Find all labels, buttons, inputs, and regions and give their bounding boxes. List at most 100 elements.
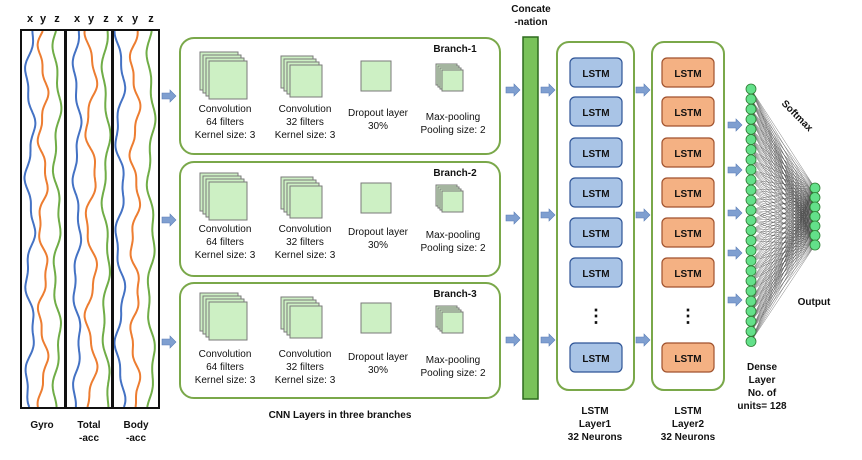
lstm2-cell-1 [661,57,715,88]
dense-link-10-1 [750,189,816,198]
dense-link-5-2 [750,139,816,208]
dense-link-12-4 [750,210,816,227]
branch-1-conv2-line1: Convolution [279,104,332,115]
dense-link-17-2 [750,206,816,261]
lstm2-cell-label-7: LSTM [674,354,701,365]
lstm1-cell-label-6: LSTM [582,269,609,280]
to-lstm1-arrow-1 [540,83,556,97]
lstm2-cell-label-3: LSTM [674,149,701,160]
output-neuron-5 [809,230,821,241]
branch-3-conv2-line2: 32 filters [286,362,324,373]
to-dense-arrow-1 [727,118,743,132]
branch-3-dropout-line1: Dropout layer [348,352,409,363]
dense-link-9-1 [750,179,816,198]
lstm1-cell-7 [569,342,623,373]
dense-link-10-2 [750,189,816,208]
dense-link-17-1 [750,197,816,261]
output-label: Output [798,297,831,308]
concat-label-1: Concate [511,4,551,15]
dense-neuron-7 [745,154,757,166]
branch-3-maxpool-line2: Pooling size: 2 [420,368,485,379]
dense-link-0-0 [750,88,816,189]
branch-2-dropout-block [360,182,392,214]
lstm1-cell-label-2: LSTM [582,108,609,119]
dense-link-15-5 [750,235,816,241]
signal-wave-7 [128,31,142,408]
dense-link-17-6 [750,244,816,261]
to-dense-arrow-3 [727,206,743,220]
branch-1-dropout-block [360,60,392,92]
lstm2-cell-3 [661,137,715,168]
dense-link-12-3 [750,210,816,217]
dense-caption-2: Layer [749,375,776,386]
branch-2-dropout-line1: Dropout layer [348,227,409,238]
dense-neuron-19 [745,275,757,287]
branch-1-maxpool-stack-map-3 [441,69,464,92]
lstm2-cell-7 [661,342,715,373]
branch-1-conv2-stack-map-3 [289,64,323,98]
dense-neuron-6 [745,144,757,156]
dense-link-14-5 [750,230,816,236]
branch-2-conv2-line1: Convolution [279,224,332,235]
lstm2-cell-label-1: LSTM [674,69,701,80]
signal-wave-6 [113,30,127,408]
axis-label-body-x: x [117,13,124,25]
lstm1-caption-1: LSTM [581,406,608,417]
lstm1-cell-label-7: LSTM [582,354,609,365]
axis-label-total-z: z [103,13,109,25]
dense-link-12-0 [750,187,816,211]
to-lstm2-arrow-1 [635,83,651,97]
dense-link-18-6 [750,244,816,271]
branch-1: Branch-1 Convolution 64 filters Kernel s… [179,37,501,155]
dense-neuron-14 [745,224,757,236]
axis-label-gyro-y: y [40,13,47,25]
dense-caption-1: Dense [747,362,777,373]
input-arrow-branch-3 [161,335,177,349]
output-neurons [809,182,821,251]
output-neuron-4 [809,220,821,232]
dense-link-25-1 [750,197,816,342]
branch-1-conv1-line2: 64 filters [206,117,244,128]
body-acc-label-1: Body [124,420,149,431]
dense-link-4-1 [750,129,816,198]
branch-3-conv1-line1: Convolution [199,349,252,360]
dense-neuron-24 [745,325,757,337]
to-lstm2-arrow-3 [635,333,651,347]
dense-link-7-0 [750,159,816,189]
branch-3-maxpool-stack [435,305,464,334]
dense-link-20-6 [750,244,816,292]
branch-1-conv1-stack-map-3 [208,60,248,100]
branch-2-maxpool-stack-map-3 [441,190,464,213]
dense-link-12-2 [750,206,816,211]
lstm1-cell-4 [569,177,623,208]
dense-link-15-3 [750,216,816,241]
dense-link-18-5 [750,235,816,271]
branch-2-title: Branch-2 [433,168,477,179]
branch-1-conv1-line1: Convolution [199,104,252,115]
dense-link-15-6 [750,240,816,246]
lstm1-cell-1 [569,57,623,88]
branch-2-maxpool-line1: Max-pooling [426,230,480,241]
lstm1-cell-3 [569,137,623,168]
axis-label-gyro-z: z [54,13,60,25]
dense-neuron-20 [745,285,757,297]
dense-link-21-0 [750,187,816,302]
lstm2-cell-label-6: LSTM [674,269,701,280]
axis-label-total-x: x [74,13,81,25]
dense-link-13-2 [750,206,816,221]
dense-link-25-0 [750,187,816,342]
dense-link-23-0 [750,187,816,322]
lstm2-cell-2 [661,96,715,127]
total-acc-label-2: -acc [79,433,99,444]
dense-link-4-2 [750,129,816,208]
dense-neuron-15 [745,235,757,246]
dense-link-21-6 [750,244,816,302]
branch-1-dropout-block-map-0 [360,60,392,92]
branch-3-conv1-stack [199,292,248,341]
concat-bar [522,36,539,400]
dense-link-25-5 [750,235,816,342]
dense-link-22-6 [750,244,816,312]
dense-link-14-2 [750,206,816,231]
dense-link-22-0 [750,187,816,312]
